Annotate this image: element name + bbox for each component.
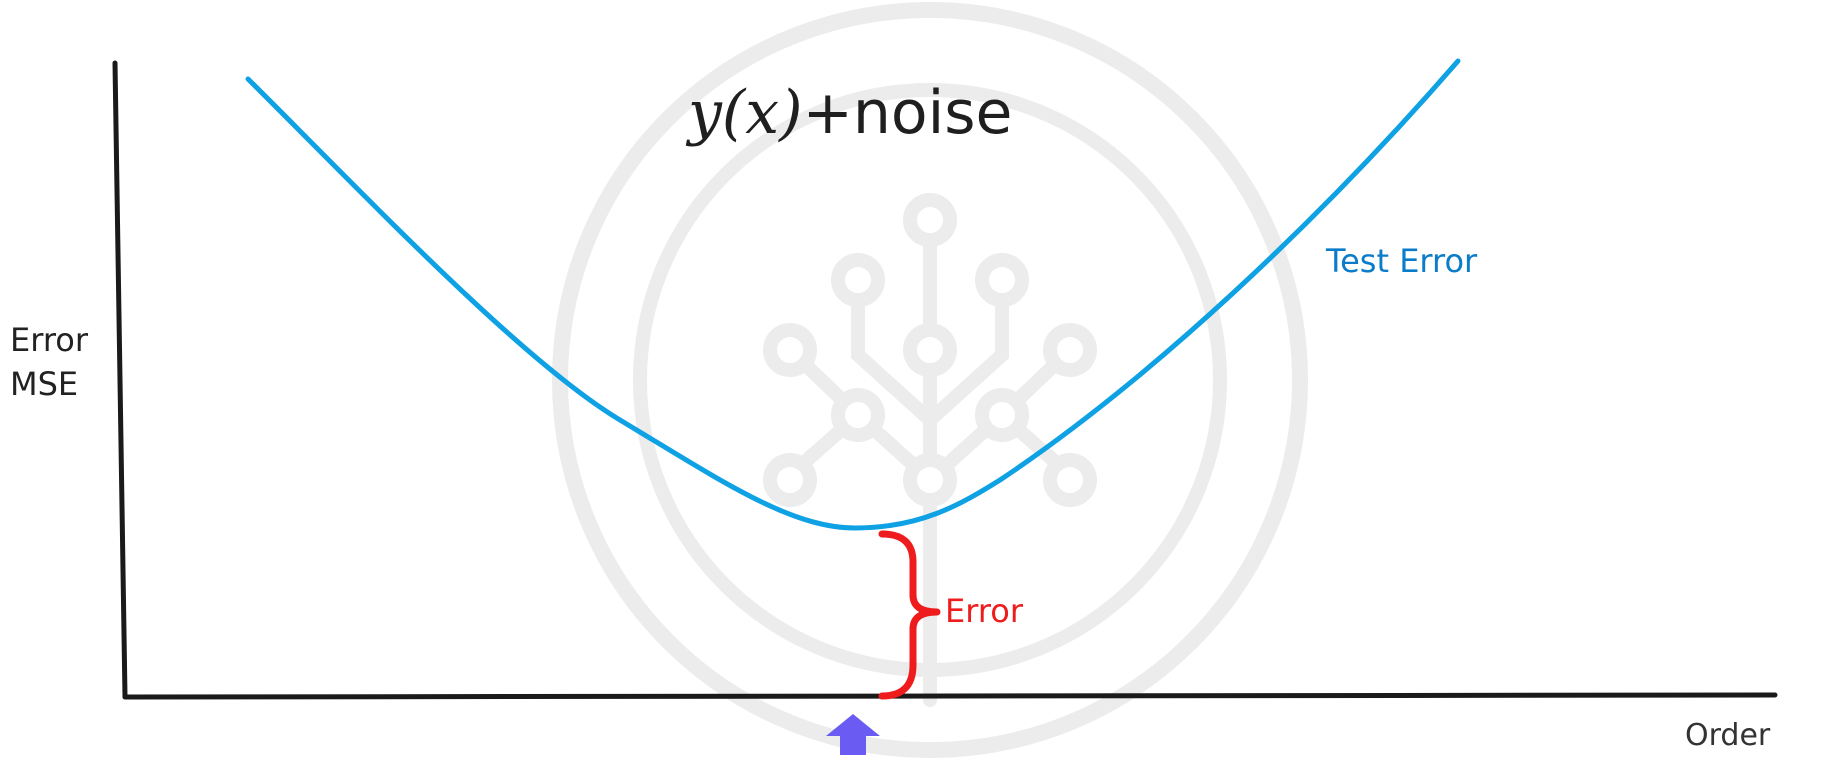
watermark-logo [552,2,1308,758]
title-suffix: +noise [802,78,1013,148]
chart-title: y(x)+noise [688,78,1012,148]
title-function: y(x) [688,78,803,148]
arrow-up-icon [826,714,880,755]
test-error-label: Test Error [1326,242,1478,280]
x-axis-label: Order [1685,718,1771,753]
y-axis-label-line2: MSE [10,365,79,403]
y-axis-line [112,60,128,700]
error-label: Error [945,592,1023,630]
x-axis-line [122,692,1778,700]
error-bracket [878,530,941,700]
test-error-curve [245,58,1461,531]
y-axis-label: Error MSE [10,318,88,406]
y-axis-label-line1: Error [10,321,88,359]
